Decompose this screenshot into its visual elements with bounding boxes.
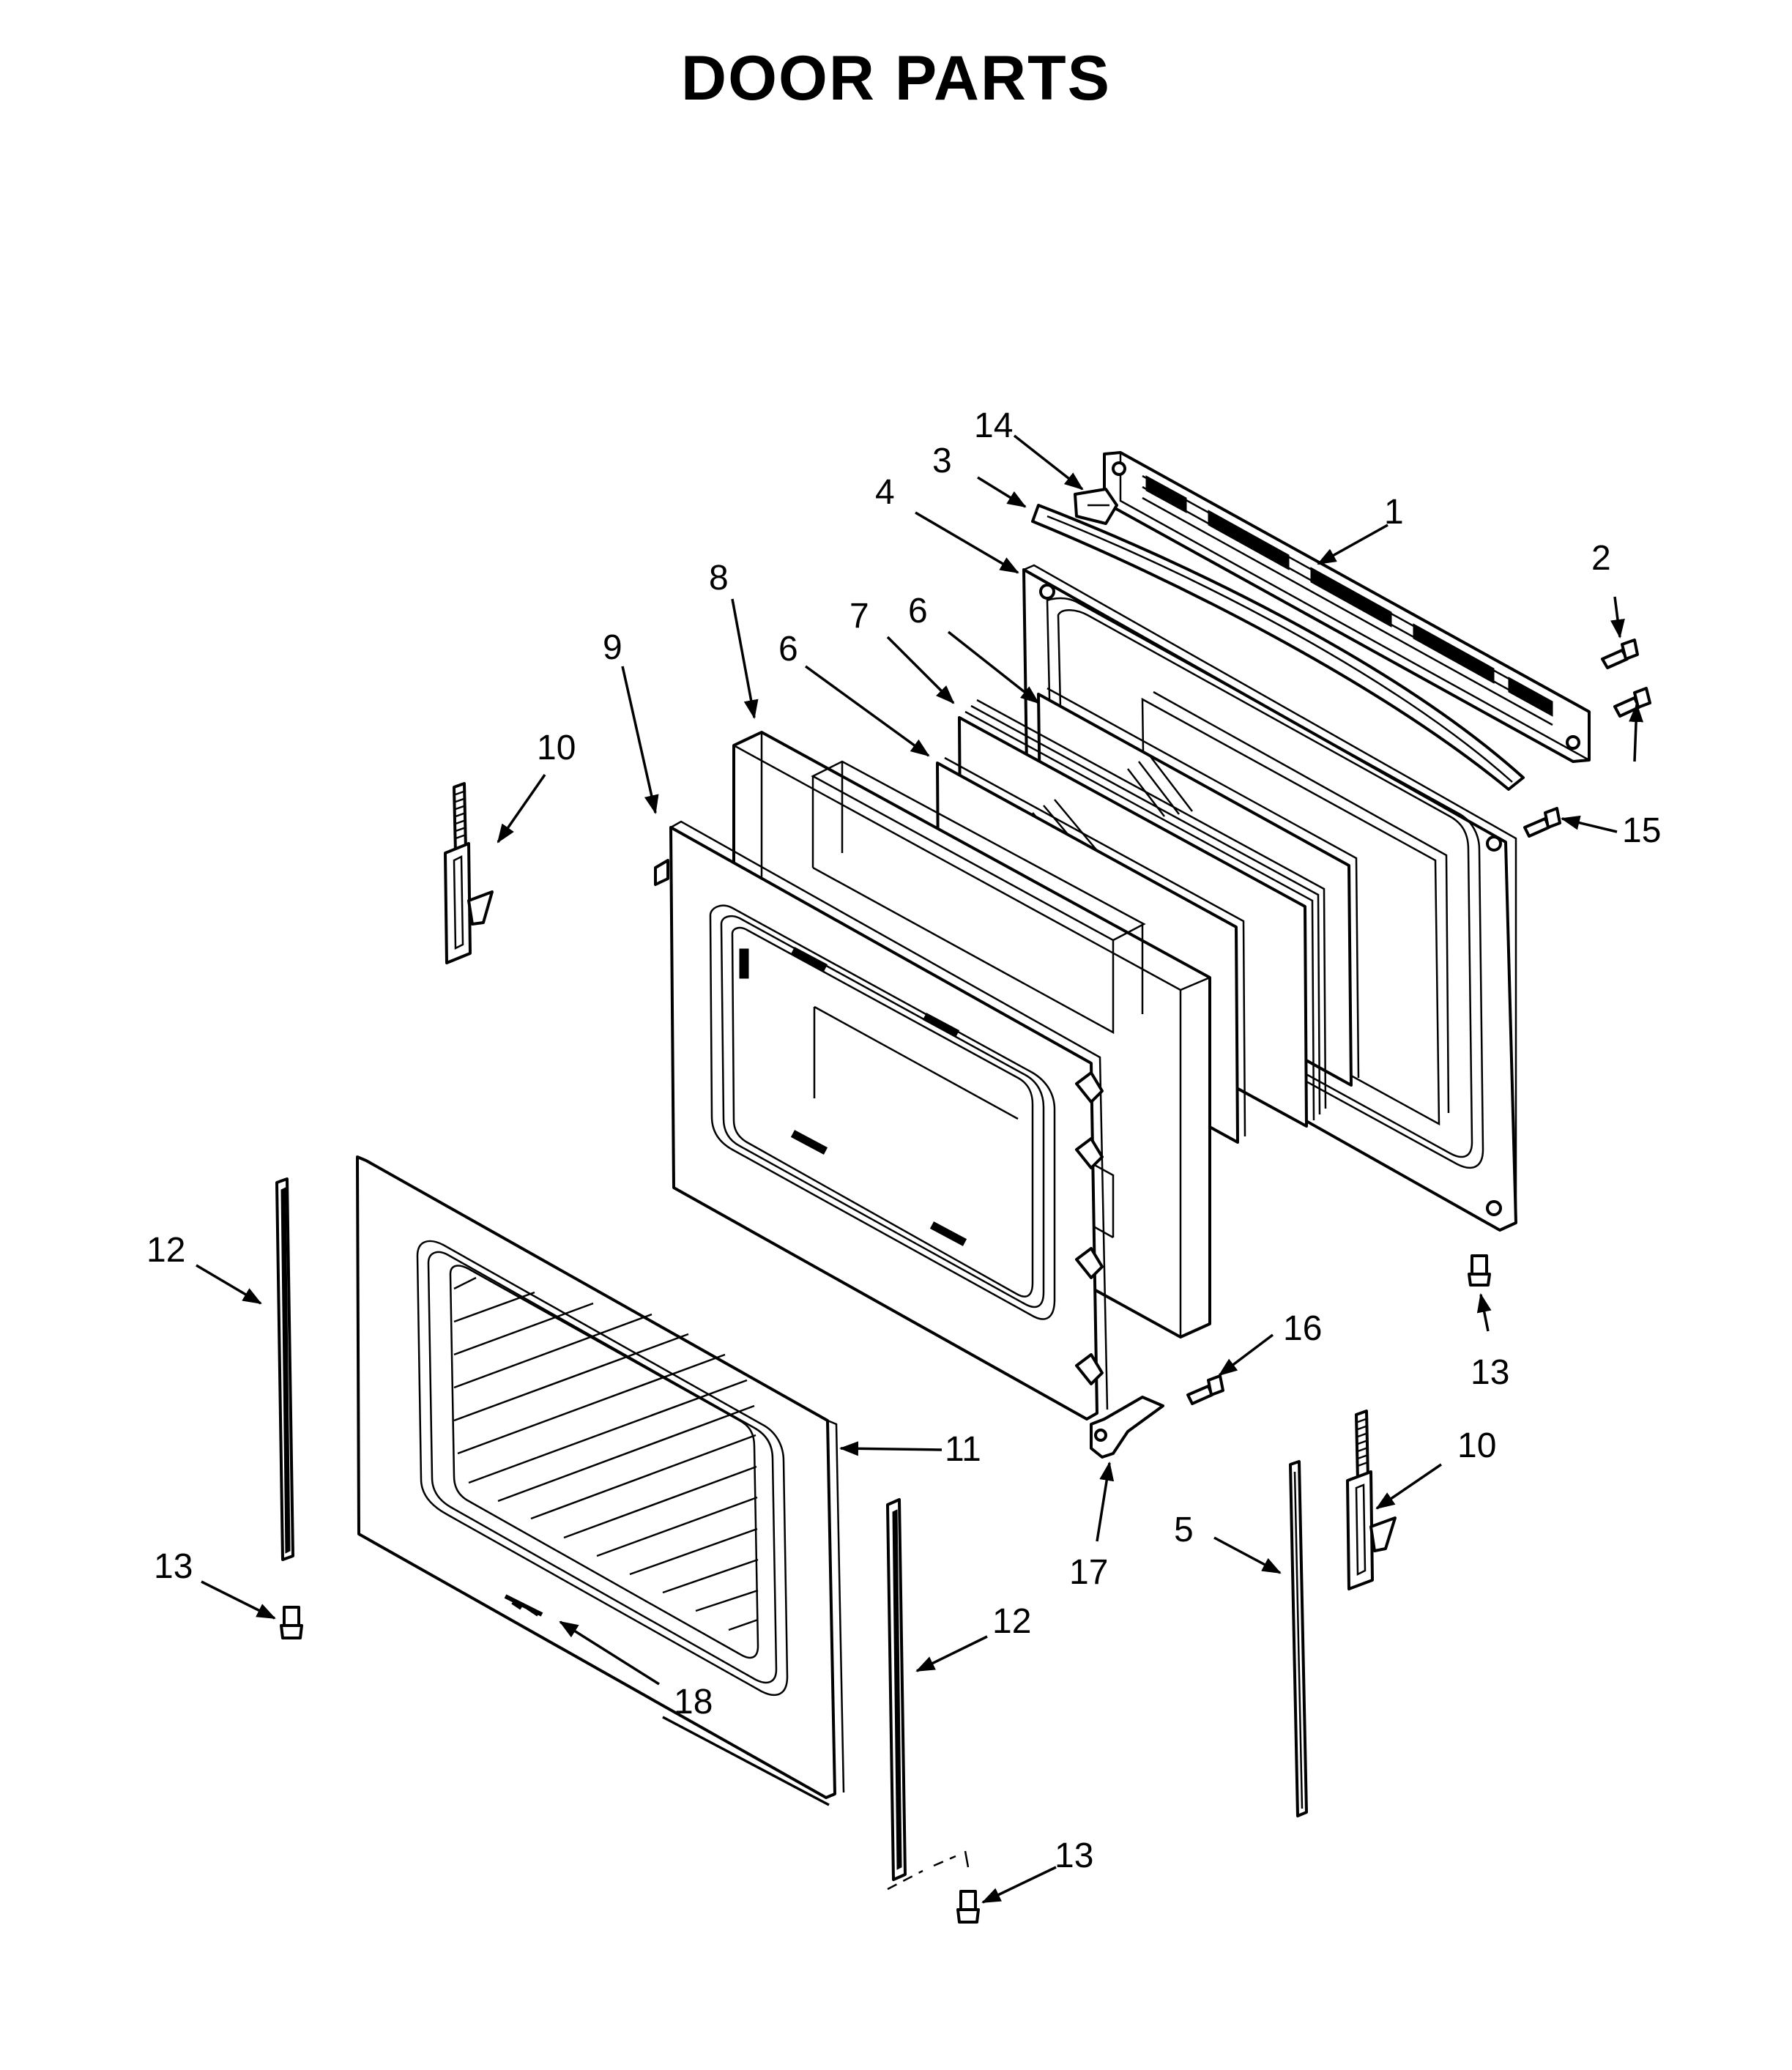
part-1-vent-trim (1103, 451, 1591, 763)
part-2-screw (1601, 639, 1639, 669)
callout-13-left: 13 (154, 1547, 193, 1586)
part-9-door-frame (654, 820, 1109, 1421)
part-13-screw-bottom (956, 1890, 980, 1924)
callout-17: 17 (1069, 1553, 1108, 1592)
callout-7: 7 (849, 597, 869, 636)
leader-lines (196, 434, 1644, 1904)
part-11-outer-door-panel (356, 1155, 845, 1799)
callout-13-bottom: 13 (1055, 1836, 1093, 1875)
callout-18: 18 (674, 1683, 713, 1721)
part-12-right-side-trim (886, 1498, 970, 1891)
callout-10-left: 10 (537, 729, 576, 767)
callout-12-right: 12 (992, 1602, 1031, 1641)
callout-labels: 1 2 3 4 5 6 6 7 8 9 10 10 11 12 12 13 13… (146, 406, 1661, 1875)
part-12-left-side-trim (275, 1177, 294, 1561)
part-15-screw-upper (1613, 687, 1651, 718)
callout-8: 8 (709, 559, 729, 597)
callout-6-front: 6 (778, 630, 798, 669)
callout-13-right: 13 (1471, 1353, 1509, 1392)
callout-5: 5 (1174, 1511, 1194, 1549)
callout-11: 11 (945, 1430, 981, 1469)
callout-14: 14 (974, 406, 1013, 445)
page-title: DOOR PARTS (681, 43, 1111, 113)
part-13-screw-right (1468, 1254, 1491, 1287)
callout-15: 15 (1622, 811, 1661, 850)
callout-1: 1 (1384, 493, 1404, 532)
part-10-right-hinge (1346, 1410, 1397, 1590)
part-14-clip (1074, 488, 1118, 525)
callout-3: 3 (932, 442, 952, 480)
callout-16: 16 (1283, 1309, 1322, 1348)
callout-10-right: 10 (1457, 1426, 1496, 1465)
part-16-screw (1186, 1374, 1224, 1405)
part-13-screw-left (280, 1606, 303, 1639)
part-10-left-hinge (444, 782, 494, 964)
callout-6-rear: 6 (908, 592, 928, 630)
callout-2: 2 (1591, 539, 1611, 578)
callout-9: 9 (603, 628, 622, 667)
part-3-trim-strip (1031, 504, 1525, 791)
part-5-strip (1289, 1460, 1308, 1817)
callout-4: 4 (875, 473, 895, 512)
part-15-screw-lower (1523, 807, 1561, 838)
callout-12-left: 12 (146, 1231, 185, 1270)
part-17-bracket (1090, 1396, 1164, 1459)
